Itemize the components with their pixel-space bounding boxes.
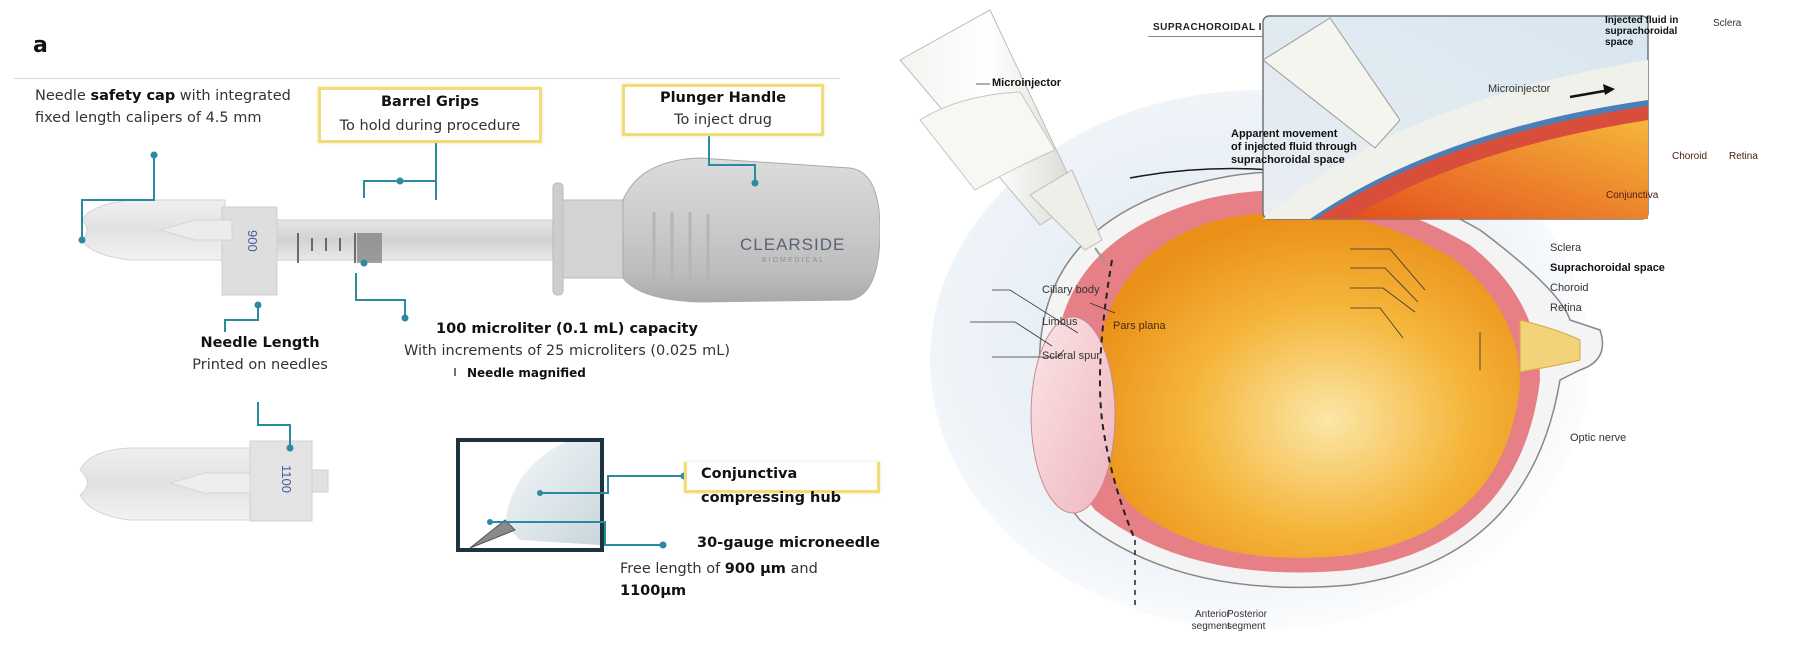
- capacity-annotation: 100 microliter (0.1 mL) capacity With in…: [403, 321, 731, 359]
- label-scleral-spur: Scleral spur: [1042, 350, 1101, 362]
- label-posterior-segment: Posterior segment: [1227, 609, 1268, 632]
- brand-logo: CLEARSIDE: [740, 235, 845, 254]
- safety-cap-annotation: Needle safety cap with integrated fixed …: [35, 88, 291, 126]
- inset-label-retina: Retina: [1729, 151, 1758, 162]
- eye-anatomy-illustration: [899, 9, 1649, 630]
- needle-mark-1100: 1100: [279, 465, 294, 493]
- needle-magnified-label: Needle magnified: [467, 366, 586, 380]
- microinjector: [899, 9, 1106, 263]
- label-limbus: Limbus: [1042, 316, 1078, 328]
- label-retina: Retina: [1550, 302, 1582, 314]
- inset-label-choroid: Choroid: [1672, 151, 1708, 162]
- inset-label-microinjector: Microinjector: [1488, 83, 1551, 95]
- label-optic-nerve: Optic nerve: [1570, 432, 1627, 444]
- barrel-grips: [297, 233, 356, 263]
- label-choroid: Choroid: [1550, 282, 1589, 294]
- label-pars-plana: Pars plana: [1113, 320, 1166, 332]
- label-apparent-movement: Apparent movement of injected fluid thro…: [1231, 128, 1357, 166]
- inset-label-sclera: Sclera: [1713, 18, 1742, 29]
- leader-dots: [78, 122, 759, 549]
- needle-length-annotation: Needle Length Printed on needles: [192, 335, 328, 373]
- label-ciliary-body: Ciliary body: [1042, 284, 1100, 296]
- plunger-handle: [552, 157, 880, 303]
- barrel: [276, 219, 568, 261]
- label-anterior-segment: Anterior segment: [1191, 609, 1230, 632]
- microinjector-device-illustration: 900 CLEARSIDE BIOMEDICAL 1100: [78, 122, 880, 552]
- panel-b-title: SUPRACHOROIDAL INJECTION: [1153, 22, 1317, 33]
- label-suprachoroidal-space: Suprachoroidal space: [1550, 262, 1665, 274]
- plunger-handle-callout: Plunger Handle To inject drug: [622, 84, 824, 136]
- safety-cap: [81, 199, 278, 296]
- leader-lines: [81, 126, 756, 546]
- label-sclera: Sclera: [1550, 242, 1582, 254]
- conjunctiva-hub-callout: Conjunctiva compressing hub: [684, 462, 880, 506]
- brand-sub: BIOMEDICAL: [762, 257, 825, 264]
- needle-1100: [79, 440, 329, 522]
- needle-mark-900: 900: [245, 230, 260, 252]
- microneedle-annotation: 30-gauge microneedle Free length of 900 …: [620, 535, 880, 599]
- panel-a-letter: a: [33, 33, 48, 58]
- label-microinjector: Microinjector: [992, 77, 1062, 89]
- eyeball: [1030, 167, 1604, 610]
- barrel-grips-callout: Barrel Grips To hold during procedure: [318, 87, 542, 143]
- inset-label-conjunctiva: Conjunctiva: [1606, 190, 1659, 201]
- panel-a-divider: [14, 78, 840, 79]
- plunger-stopper: [357, 233, 382, 263]
- inset-magnified-injection: [1262, 15, 1649, 220]
- inset-label-injected-fluid: Injected fluid in suprachoroidal space: [1605, 15, 1679, 48]
